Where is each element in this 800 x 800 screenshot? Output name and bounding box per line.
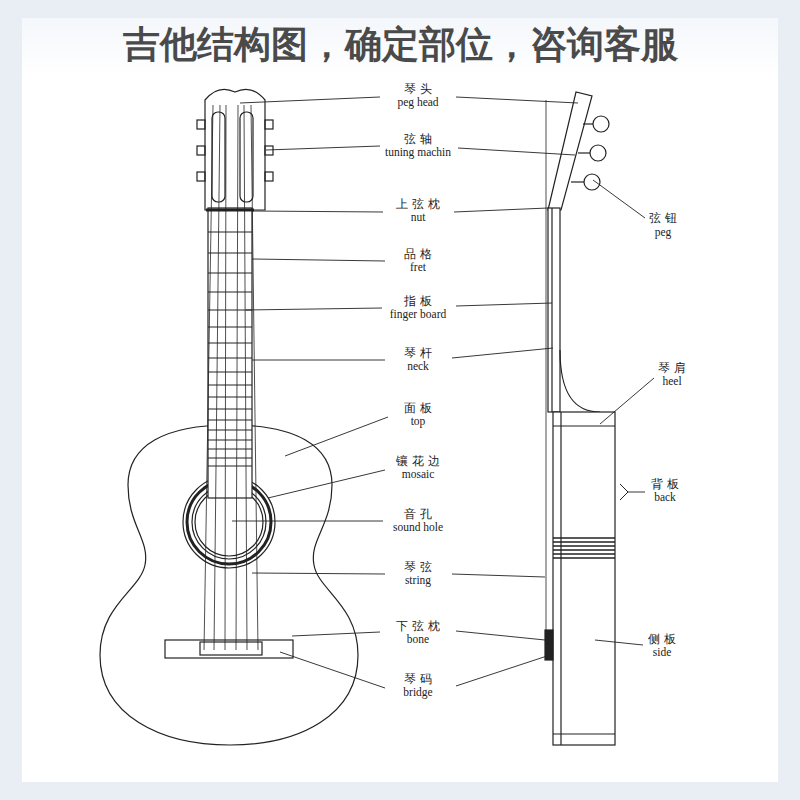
part-name-english: string xyxy=(405,574,431,587)
part-name-english: back xyxy=(654,491,676,504)
part-name: 指板 xyxy=(400,295,436,308)
part-name-english: mosaic xyxy=(402,468,435,481)
part-name: 琴码 xyxy=(400,673,436,686)
part-name: 侧板 xyxy=(644,633,680,646)
part-name: 琴头 xyxy=(400,83,436,96)
part-name-english: peg head xyxy=(397,96,438,109)
part-name-english: sound hole xyxy=(393,521,443,534)
part-name-english: nut xyxy=(411,211,426,224)
part-name-english: bridge xyxy=(403,686,432,699)
part-name-english: neck xyxy=(407,360,429,373)
part-name: 下弦枕 xyxy=(392,620,444,633)
part-name: 弦轴 xyxy=(400,133,436,146)
part-name-english: side xyxy=(653,646,672,659)
part-name-english: peg xyxy=(655,226,672,239)
part-name: 琴弦 xyxy=(400,561,436,574)
part-name-english: fret xyxy=(410,261,426,274)
part-name: 上弦枕 xyxy=(392,198,444,211)
part-name: 音孔 xyxy=(400,508,436,521)
part-name-english: heel xyxy=(662,375,681,388)
part-name: 镶花边 xyxy=(392,455,444,468)
part-name-english: tuning machin xyxy=(385,146,451,159)
part-name: 琴杆 xyxy=(400,347,436,360)
part-name: 品格 xyxy=(400,248,436,261)
part-name-english: top xyxy=(411,415,426,428)
page-title: 吉他结构图，确定部位，咨询客服 xyxy=(0,20,800,70)
part-name: 弦钮 xyxy=(645,212,681,225)
part-name: 琴肩 xyxy=(654,362,690,375)
part-name-english: finger board xyxy=(390,308,447,321)
part-name: 背板 xyxy=(647,478,683,491)
part-name: 面板 xyxy=(400,402,436,415)
part-name-english: bone xyxy=(407,633,429,646)
